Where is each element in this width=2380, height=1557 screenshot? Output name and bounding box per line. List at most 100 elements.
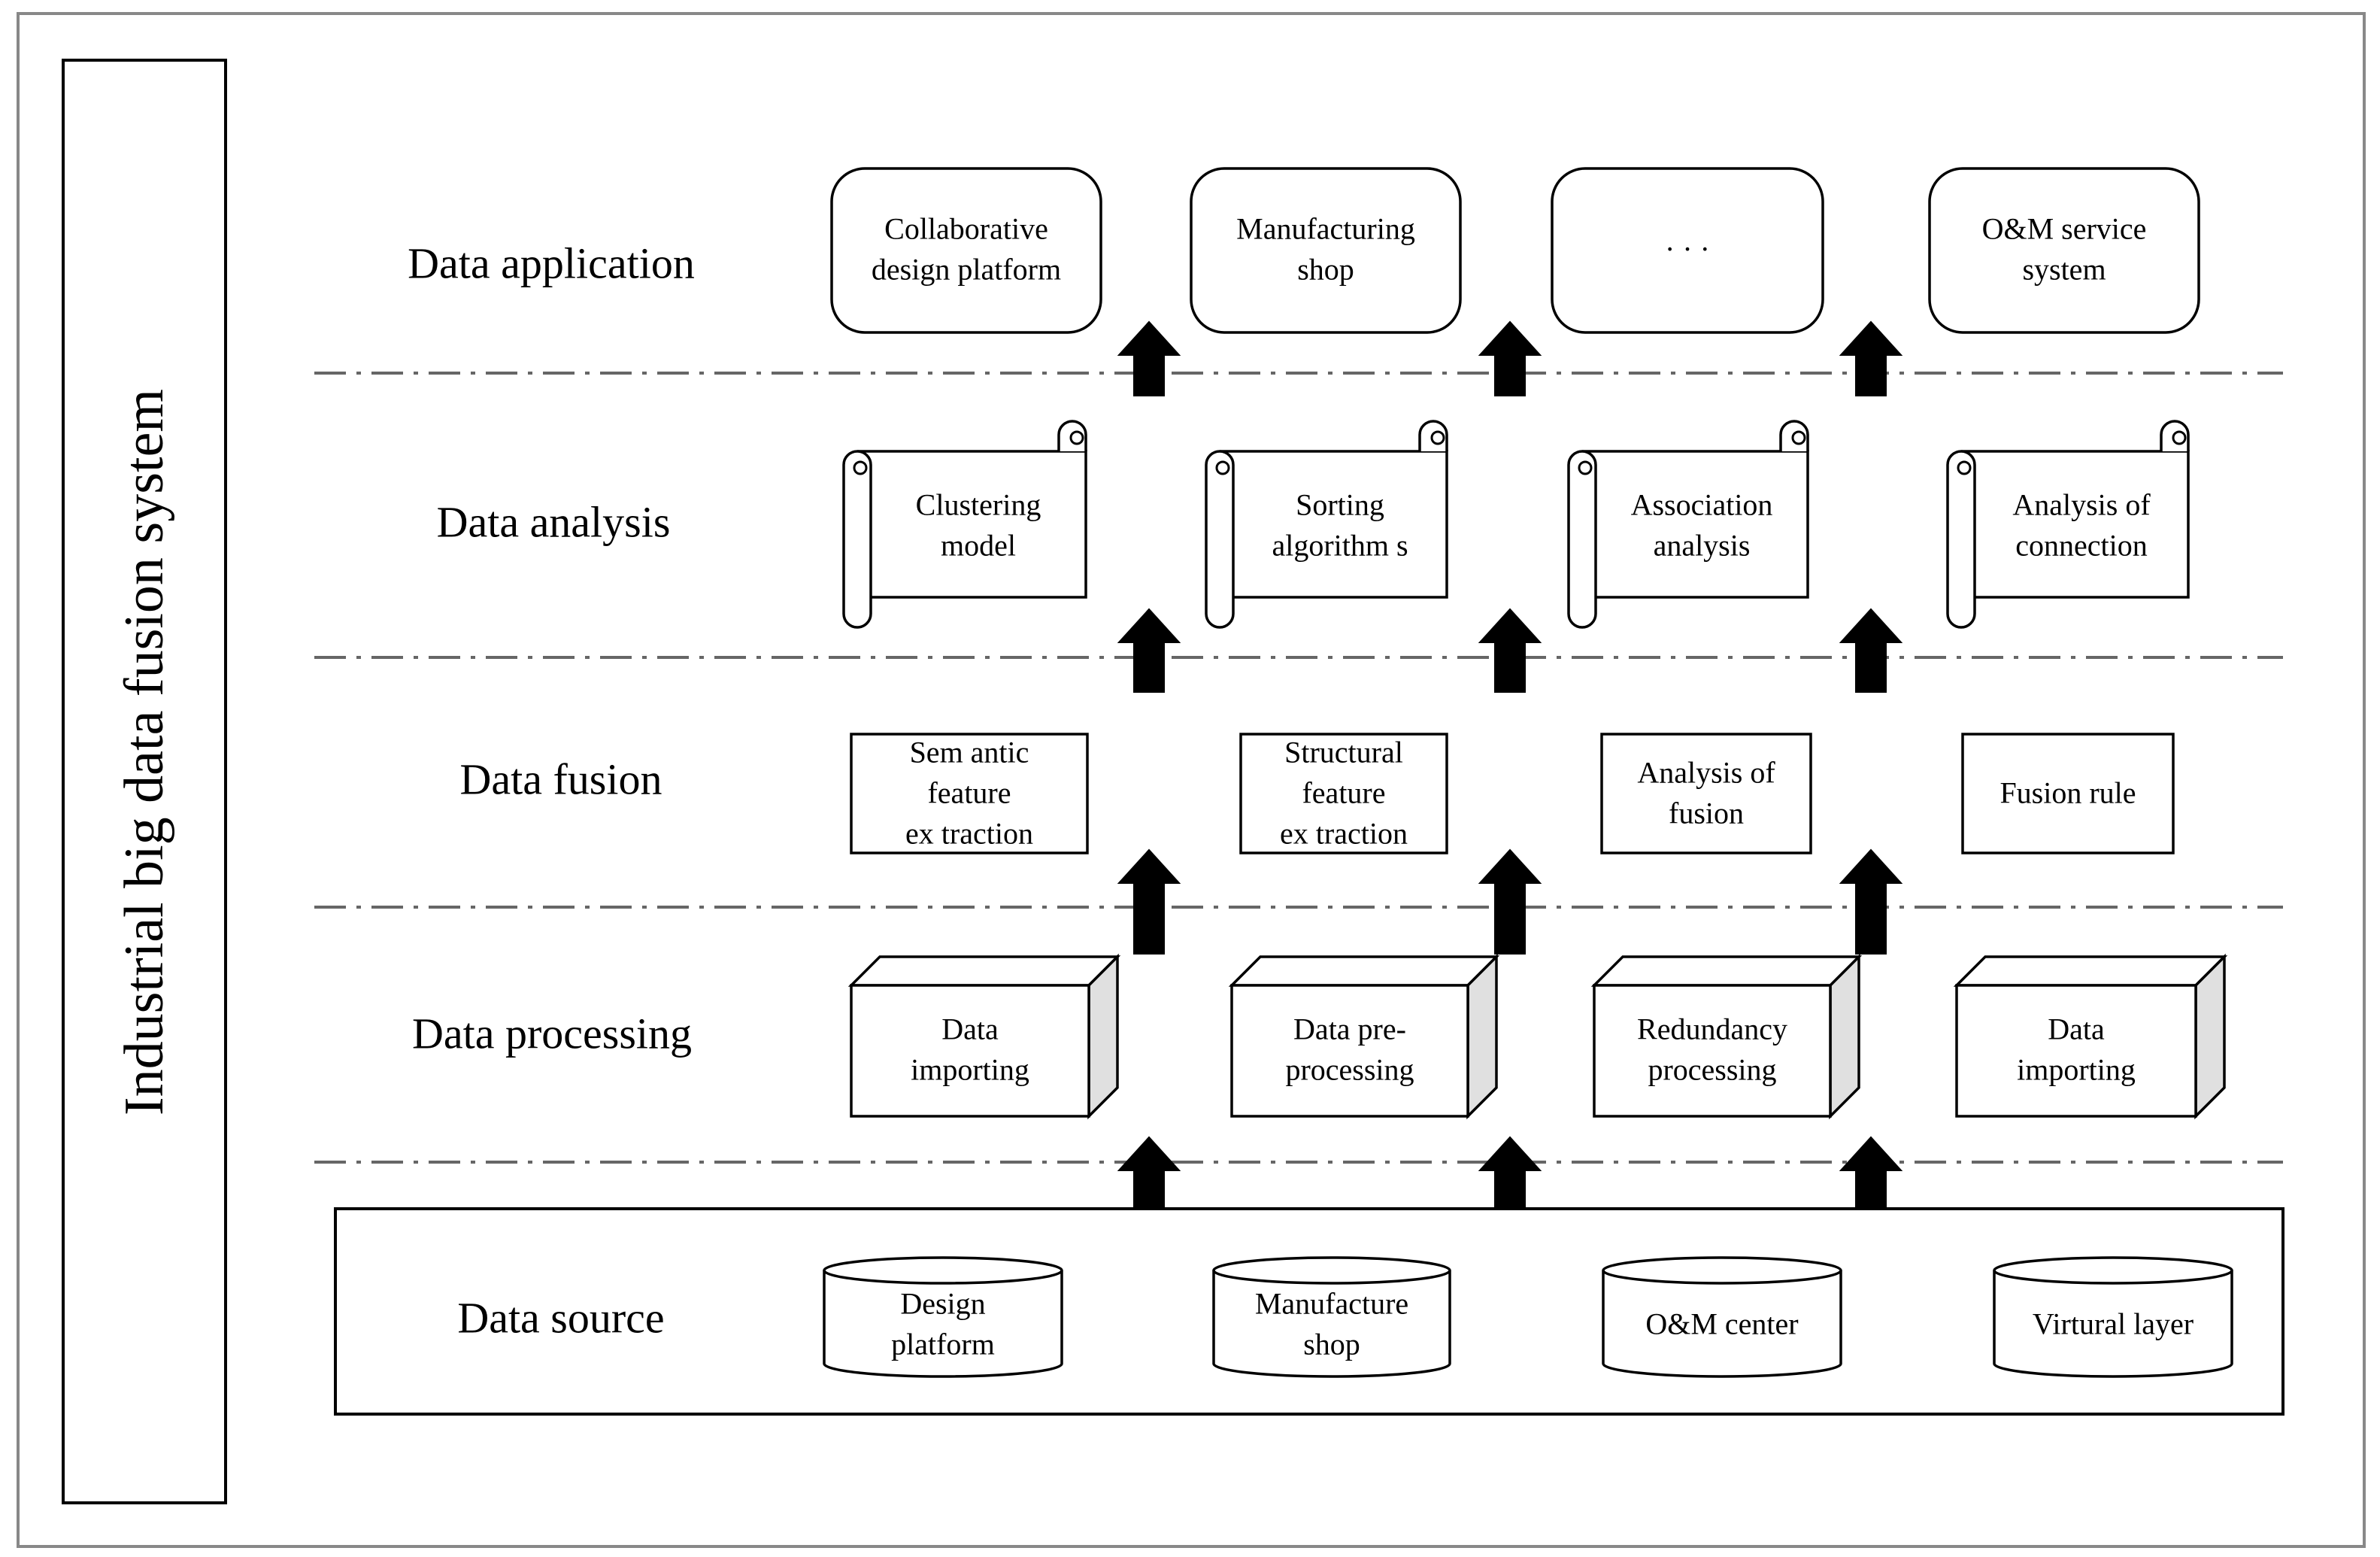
scroll-roll-left (1567, 450, 1597, 629)
rounded-box-shape (1928, 167, 2200, 334)
analysis-node-label: Sorting (1296, 488, 1384, 522)
source-node-label: Manufacture (1255, 1287, 1408, 1321)
processing-node-label: processing (1648, 1053, 1776, 1087)
up-arrow-icon (1117, 608, 1181, 693)
scroll-roll-dot (1215, 460, 1230, 475)
rounded-box-shape (1190, 167, 1462, 334)
scroll-sheet (1220, 450, 1448, 599)
cube-side-face (2194, 953, 2226, 1120)
system-title: Industrial big data fusion system (114, 389, 175, 1115)
source-node-label: Design (900, 1287, 985, 1321)
processing-node-label: processing (1285, 1053, 1414, 1087)
data-source-frame (334, 1207, 2284, 1416)
analysis-node: Clustering model (842, 420, 1087, 629)
cylinder-body (1993, 1256, 2233, 1378)
fusion-node-label: Sem antic (910, 736, 1029, 769)
layer-nodes: Collaborative design platform Manufacturin… (823, 167, 2233, 1378)
cylinder-body (1602, 1256, 1842, 1378)
scroll-roll-dot (853, 460, 868, 475)
scroll-sheet (1582, 450, 1809, 599)
box-shape (1239, 733, 1448, 854)
rounded-box-shape (1551, 167, 1824, 334)
application-node-label: O&M service (1982, 212, 2147, 246)
cube-front-face (850, 984, 1090, 1118)
fusion-node-label: ex traction (905, 817, 1033, 851)
box-shape (850, 733, 1089, 854)
processing-node-label: importing (911, 1053, 1029, 1087)
analysis-node: Sorting algorithm s (1205, 420, 1448, 629)
up-arrow-icon (1839, 608, 1903, 693)
processing-node: Data pre-processing (1228, 953, 1500, 1120)
analysis-node-label: Clustering (916, 488, 1041, 522)
fusion-node-label: Structural (1284, 736, 1403, 769)
layer-label-analysis: Data analysis (437, 498, 671, 547)
scroll-roll-left (1946, 450, 1976, 629)
fusion-node-label: ex traction (1280, 817, 1408, 851)
source-node-label: O&M center (1645, 1307, 1798, 1341)
processing-node-label: importing (2017, 1053, 2136, 1087)
cube-side-face (1466, 953, 1498, 1120)
fusion-node: Sem antic feature ex traction (850, 733, 1089, 854)
cube-top-face (1590, 955, 1863, 987)
fusion-node: Structural feature ex traction (1239, 733, 1448, 854)
application-node-label: shop (1297, 253, 1354, 287)
analysis-node: Association analysis (1567, 420, 1809, 629)
layer-label-fusion: Data fusion (460, 755, 662, 804)
analysis-node-label: model (941, 529, 1016, 563)
analysis-node-label: algorithm s (1272, 529, 1408, 563)
scroll-sheet (857, 450, 1087, 599)
up-arrow-icon (1478, 320, 1542, 396)
up-arrow-icon (1117, 1136, 1181, 1207)
application-node-label: · · · (1665, 232, 1710, 266)
cylinder-body (823, 1256, 1063, 1378)
box-shape (1600, 733, 1812, 854)
scroll-curl-dot (1069, 430, 1084, 445)
application-node-label: design platform (872, 253, 1061, 287)
cylinder-rim (823, 1270, 1063, 1285)
cube-top-face (1228, 955, 1500, 987)
source-node: Design platform (823, 1256, 1063, 1378)
scroll-roll-dot (1957, 460, 1972, 475)
fusion-node: Fusion rule (1961, 733, 2175, 854)
system-title-box: Industrial big data fusion system (62, 59, 227, 1504)
analysis-node-label: Association (1631, 488, 1773, 522)
scroll-sheet (1961, 450, 2190, 599)
cylinder-rim (1602, 1270, 1842, 1285)
cylinder-body (1212, 1256, 1451, 1378)
application-node-label: Collaborative (884, 212, 1048, 246)
cylinder-rim (1212, 1270, 1451, 1285)
layer-label-processing: Data processing (412, 1009, 692, 1058)
up-arrow-icon (1478, 848, 1542, 955)
application-node: Manufacturing shop (1190, 167, 1462, 334)
application-node-label: Manufacturing (1236, 212, 1415, 246)
outer-frame (17, 12, 2366, 1548)
flow-arrows (1117, 320, 1903, 1207)
cylinder-rim (1993, 1270, 2233, 1285)
cube-side-face (1829, 953, 1860, 1120)
cube-top-face (1953, 955, 2228, 987)
fusion-node-label: Fusion rule (2000, 776, 2136, 810)
fusion-node-label: feature (1302, 776, 1385, 810)
layer-label-source: Data source (457, 1294, 664, 1343)
cube-top-face (847, 955, 1121, 987)
source-node: Virtural layer (1993, 1256, 2233, 1378)
cube-front-face (1230, 984, 1469, 1118)
source-node: O&M center (1602, 1256, 1842, 1378)
application-node: · · · (1551, 167, 1824, 334)
fusion-node-label: feature (927, 776, 1011, 810)
scroll-curl-dot (2172, 430, 2187, 445)
source-node-label: platform (891, 1328, 995, 1361)
analysis-node-label: analysis (1654, 529, 1751, 563)
up-arrow-icon (1478, 1136, 1542, 1207)
up-arrow-icon (1117, 320, 1181, 396)
analysis-node-label: Analysis of (2012, 488, 2151, 522)
layer-separators (314, 372, 2283, 1164)
scroll-roll-left (1205, 450, 1235, 629)
fusion-node-label: fusion (1669, 797, 1744, 830)
